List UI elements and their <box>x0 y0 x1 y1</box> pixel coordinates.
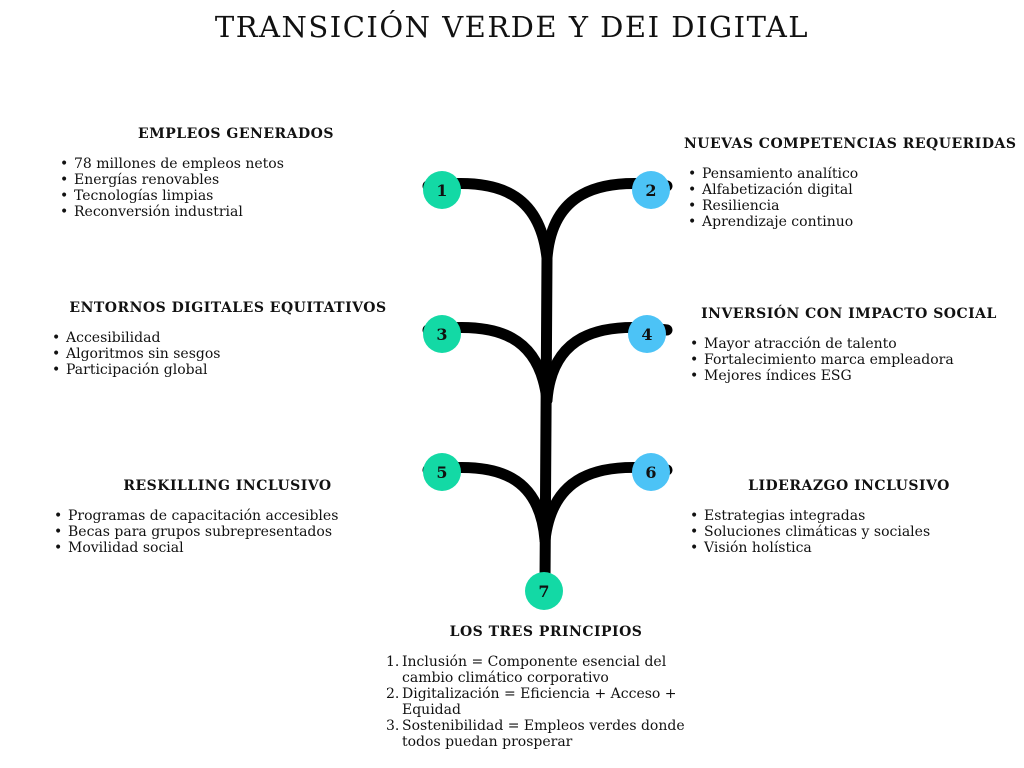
list-item: Resiliencia <box>688 198 1014 214</box>
section-heading: RESKILLING INCLUSIVO <box>123 478 332 494</box>
section-heading: ENTORNOS DIGITALES EQUITATIVOS <box>69 300 387 316</box>
list-item: Visión holística <box>690 540 1012 556</box>
list-number: 3. <box>386 718 400 734</box>
list-item: Programas de capacitación accesibles <box>54 508 405 524</box>
list-item: Pensamiento analítico <box>688 166 1014 182</box>
list-item: 1. Inclusión = Componente esencial del c… <box>386 654 706 686</box>
node-5: 5 <box>423 453 461 491</box>
section-tres-principios: LOS TRES PRINCIPIOS 1. Inclusión = Compo… <box>386 624 706 750</box>
section-list: Programas de capacitación accesibles Bec… <box>50 508 405 556</box>
list-number: 2. <box>386 686 400 702</box>
list-item: Becas para grupos subrepresentados <box>54 524 405 540</box>
section-empleos-generados: EMPLEOS GENERADOS 78 millones de empleos… <box>56 126 416 220</box>
section-heading: INVERSIÓN CON IMPACTO SOCIAL <box>701 306 997 322</box>
section-list: Estrategias integradas Soluciones climát… <box>686 508 1012 556</box>
list-item-text: Sostenibilidad = Empleos verdes donde to… <box>402 718 685 750</box>
section-inversion-impacto: INVERSIÓN CON IMPACTO SOCIAL Mayor atrac… <box>686 306 1012 384</box>
section-nuevas-competencias: NUEVAS COMPETENCIAS REQUERIDAS Pensamien… <box>684 136 1017 230</box>
list-item: Mayor atracción de talento <box>690 336 1012 352</box>
section-heading: NUEVAS COMPETENCIAS REQUERIDAS <box>684 136 1017 152</box>
list-item-text: Inclusión = Componente esencial del camb… <box>402 654 667 686</box>
list-item-text: Digitalización = Eficiencia + Acceso + E… <box>402 686 677 718</box>
section-heading: LOS TRES PRINCIPIOS <box>449 624 643 640</box>
section-heading: EMPLEOS GENERADOS <box>138 126 334 142</box>
section-list: Pensamiento analítico Alfabetización dig… <box>684 166 1014 230</box>
list-item: Estrategias integradas <box>690 508 1012 524</box>
list-item: Aprendizaje continuo <box>688 214 1014 230</box>
list-number: 1. <box>386 654 400 670</box>
list-item: Accesibilidad <box>52 330 408 346</box>
node-1: 1 <box>423 171 461 209</box>
list-item: Algoritmos sin sesgos <box>52 346 408 362</box>
node-2: 2 <box>632 171 670 209</box>
list-item: Soluciones climáticas y sociales <box>690 524 1012 540</box>
section-list: Accesibilidad Algoritmos sin sesgos Part… <box>48 330 408 378</box>
node-3: 3 <box>423 315 461 353</box>
list-item: Energías renovables <box>60 172 416 188</box>
section-liderazgo-inclusivo: LIDERAZGO INCLUSIVO Estrategias integrad… <box>686 478 1012 556</box>
list-item: Tecnologías limpias <box>60 188 416 204</box>
list-item: 2. Digitalización = Eficiencia + Acceso … <box>386 686 706 718</box>
list-item: Movilidad social <box>54 540 405 556</box>
node-7: 7 <box>525 572 563 610</box>
list-item: Participación global <box>52 362 408 378</box>
section-heading: LIDERAZGO INCLUSIVO <box>748 478 950 494</box>
list-item: 3. Sostenibilidad = Empleos verdes donde… <box>386 718 706 750</box>
principles-list: 1. Inclusión = Componente esencial del c… <box>386 654 706 750</box>
page-title: TRANSICIÓN VERDE Y DEI DIGITAL <box>214 10 810 44</box>
list-item: 78 millones de empleos netos <box>60 156 416 172</box>
node-6: 6 <box>632 453 670 491</box>
section-list: Mayor atracción de talento Fortalecimien… <box>686 336 1012 384</box>
list-item: Fortalecimiento marca empleadora <box>690 352 1012 368</box>
section-reskilling-inclusivo: RESKILLING INCLUSIVO Programas de capaci… <box>50 478 405 556</box>
section-list: 78 millones de empleos netos Energías re… <box>56 156 416 220</box>
list-item: Reconversión industrial <box>60 204 416 220</box>
node-4: 4 <box>628 315 666 353</box>
list-item: Alfabetización digital <box>688 182 1014 198</box>
section-entornos-digitales: ENTORNOS DIGITALES EQUITATIVOS Accesibil… <box>48 300 408 378</box>
list-item: Mejores índices ESG <box>690 368 1012 384</box>
